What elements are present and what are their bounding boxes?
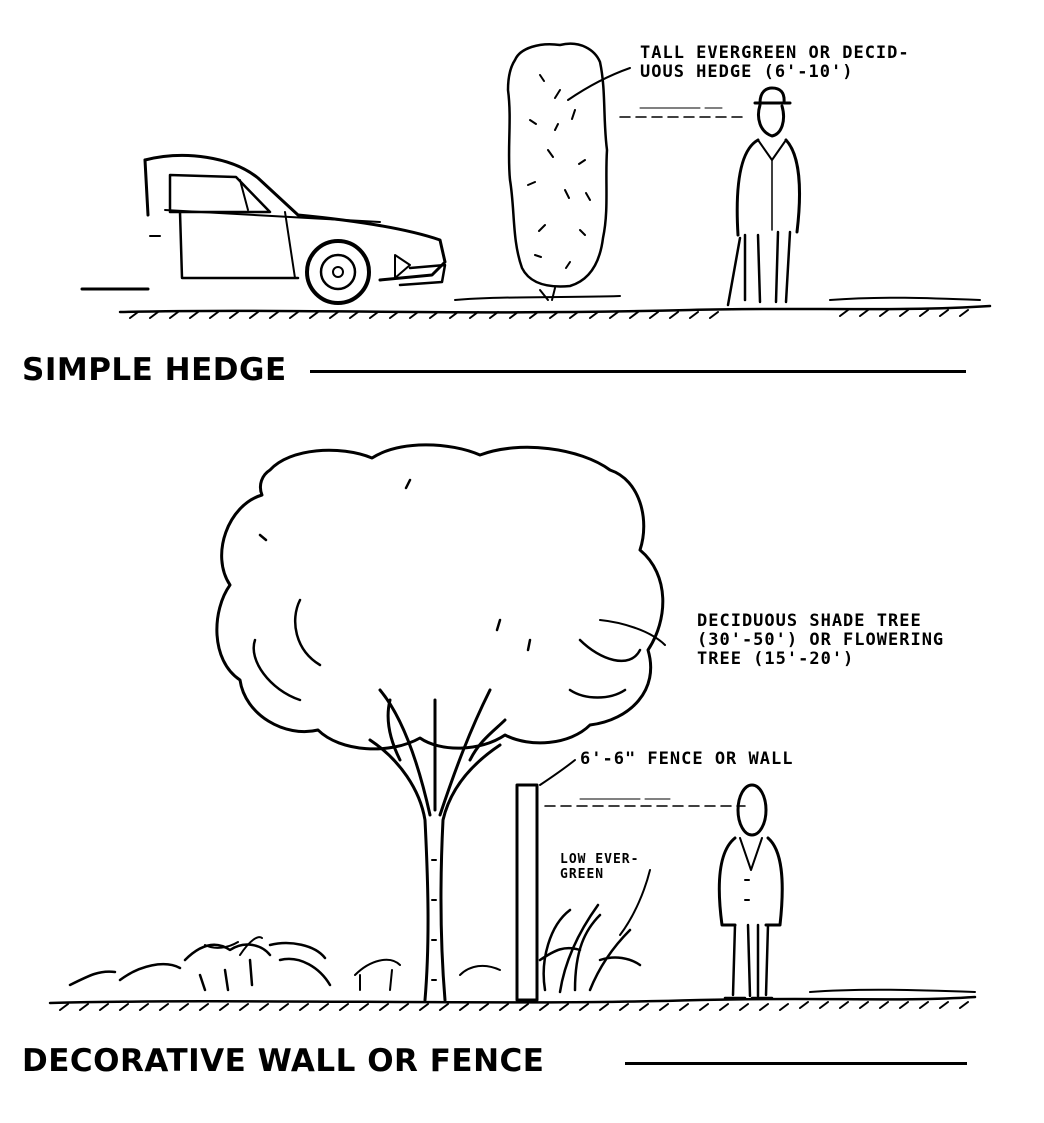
simple-hedge-illustration bbox=[80, 42, 992, 319]
hedge-annotation-line-1: TALL EVERGREEN OR DECID- bbox=[640, 43, 910, 63]
standing-man-sketch bbox=[717, 783, 784, 1000]
fence-post-sketch bbox=[515, 759, 576, 1002]
sight-line-1 bbox=[619, 107, 746, 118]
shrub-annotation-line-1: LOW EVER- bbox=[560, 852, 640, 867]
ground-line-1 bbox=[118, 295, 992, 319]
ground-flowers-sketch bbox=[68, 936, 501, 992]
low-evergreen-shrub-sketch bbox=[538, 869, 651, 994]
shrub-annotation: LOW EVER- GREEN bbox=[560, 852, 639, 882]
car-sketch bbox=[80, 154, 447, 305]
tree-annotation: DECIDUOUS SHADE TREE (30'-50') OR FLOWER… bbox=[697, 612, 944, 669]
panel-title-decorative-wall: DECORATIVE WALL OR FENCE bbox=[22, 1043, 545, 1079]
ground-line-2 bbox=[48, 988, 977, 1011]
shrub-annotation-line-2: GREEN bbox=[560, 867, 605, 882]
tall-hedge-sketch bbox=[506, 42, 609, 301]
shade-tree-sketch bbox=[215, 443, 666, 751]
sight-line-2 bbox=[544, 798, 746, 807]
man-with-hat-sketch bbox=[726, 86, 801, 307]
tree-annotation-line-2: (30'-50') OR FLOWERING bbox=[697, 630, 945, 650]
tree-annotation-line-3: TREE (15'-20') bbox=[697, 649, 855, 669]
tree-annotation-line-1: DECIDUOUS SHADE TREE bbox=[697, 611, 922, 631]
hedge-annotation: TALL EVERGREEN OR DECID- UOUS HEDGE (6'-… bbox=[640, 44, 910, 82]
title-rule-1 bbox=[310, 370, 966, 373]
tree-trunk-sketch bbox=[368, 688, 507, 1002]
decorative-wall-illustration bbox=[48, 443, 977, 1011]
hedge-annotation-line-2: UOUS HEDGE (6'-10') bbox=[640, 62, 854, 82]
hedge-leader-line bbox=[567, 67, 631, 101]
title-rule-2 bbox=[625, 1062, 967, 1065]
panel-title-simple-hedge: SIMPLE HEDGE bbox=[22, 352, 287, 388]
fence-annotation: 6'-6" FENCE OR WALL bbox=[580, 749, 794, 769]
